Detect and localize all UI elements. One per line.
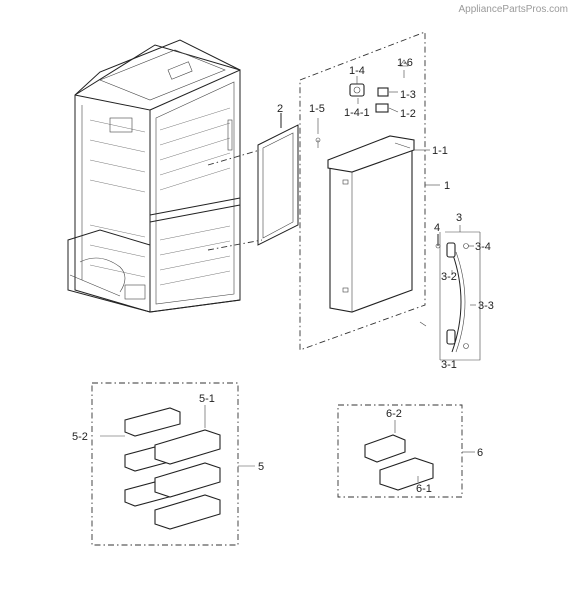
- callout-3-3: 3-3: [478, 300, 494, 312]
- callout-1-5: 1-5: [309, 103, 325, 115]
- door-handle-group: [435, 225, 481, 361]
- callout-3-1: 3-1: [441, 359, 457, 371]
- callout-1-6: 1-6: [397, 57, 413, 69]
- callout-6-1: 6-1: [416, 483, 432, 495]
- door-gasket-part: [207, 113, 299, 251]
- callout-4: 4: [434, 222, 440, 234]
- callout-1-4: 1-4: [349, 65, 365, 77]
- callout-3-4: 3-4: [475, 241, 491, 253]
- callout-1-4-1: 1-4-1: [344, 107, 370, 119]
- door-bins-group: [91, 382, 255, 546]
- callout-1-2: 1-2: [400, 108, 416, 120]
- callout-6-2: 6-2: [386, 408, 402, 420]
- door-assembly-group: [299, 31, 440, 351]
- freezer-bins-group: [337, 404, 475, 498]
- watermark: AppliancePartsPros.com: [459, 4, 569, 15]
- callout-5-2: 5-2: [72, 431, 88, 443]
- callout-3-2: 3-2: [441, 271, 457, 283]
- callout-1-3: 1-3: [400, 89, 416, 101]
- refrigerator-cabinet: [67, 39, 241, 313]
- callout-1-1: 1-1: [432, 145, 448, 157]
- callout-3: 3: [456, 212, 462, 224]
- door-bin-right-set: [154, 429, 221, 530]
- callout-2: 2: [277, 103, 283, 115]
- callout-1: 1: [444, 180, 450, 192]
- callout-5-1: 5-1: [199, 393, 215, 405]
- callout-5: 5: [258, 461, 264, 473]
- callout-6: 6: [477, 447, 483, 459]
- callout-labels: 1-6 1-4 1-3 1-4-1 1-2 1-5 1-1 1 2 3 4 3-…: [72, 57, 494, 495]
